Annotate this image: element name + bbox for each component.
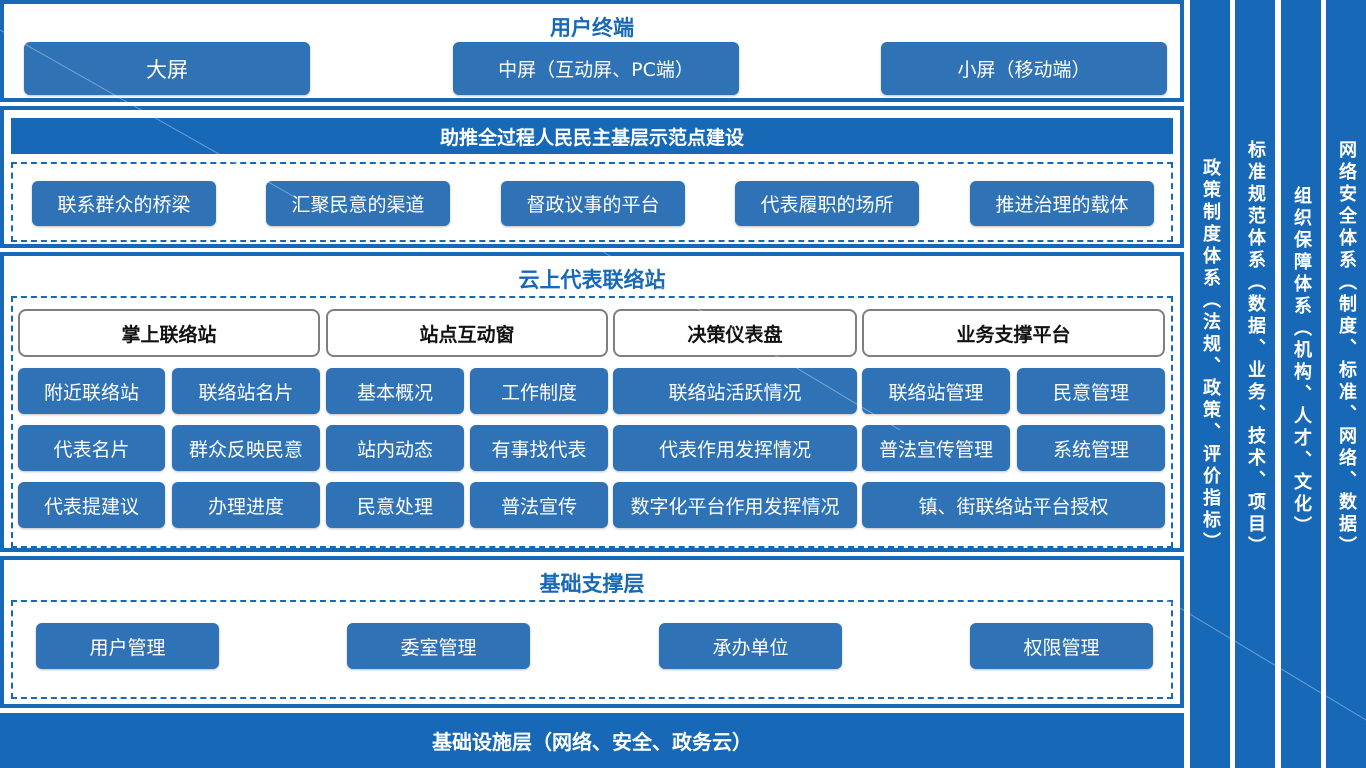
- demo-item-venue[interactable]: 代表履职的场所: [735, 181, 919, 226]
- nearby-station-button[interactable]: 附近联络站: [18, 368, 165, 414]
- cloud-title: 云上代表联络站: [518, 268, 666, 292]
- demo-item-channel[interactable]: 汇聚民意的渠道: [266, 181, 450, 226]
- work-rules-button[interactable]: 工作制度: [470, 368, 608, 414]
- big-screen-button[interactable]: 大屏: [24, 42, 310, 95]
- undertaking-unit-button[interactable]: 承办单位: [659, 623, 842, 669]
- organization-system-sidebar: 组织保障体系（机构、人才、文化）: [1281, 0, 1321, 768]
- deputy-proposal-button[interactable]: 代表提建议: [18, 482, 165, 528]
- cloud-dashed-box: [11, 296, 1173, 548]
- opinion-management-button[interactable]: 民意管理: [1017, 368, 1165, 414]
- permission-management-button[interactable]: 权限管理: [970, 623, 1153, 669]
- organization-system-label: 组织保障体系（机构、人才、文化）: [1291, 186, 1312, 538]
- station-news-button[interactable]: 站内动态: [326, 425, 464, 471]
- demo-banner: 助推全过程人民民主基层示范点建设: [11, 118, 1173, 154]
- user-management-button[interactable]: 用户管理: [36, 623, 219, 669]
- opinion-handling-button[interactable]: 民意处理: [326, 482, 464, 528]
- support-panel: 基础支撑层 用户管理 委室管理 承办单位 权限管理: [0, 556, 1184, 708]
- deputy-role-button[interactable]: 代表作用发挥情况: [613, 425, 857, 471]
- station-card-button[interactable]: 联络站名片: [172, 368, 320, 414]
- legal-publicity-management-button[interactable]: 普法宣传管理: [862, 425, 1010, 471]
- overview-button[interactable]: 基本概况: [326, 368, 464, 414]
- public-feedback-button[interactable]: 群众反映民意: [172, 425, 320, 471]
- demo-item-bridge[interactable]: 联系群众的桥梁: [32, 181, 216, 226]
- infrastructure-layer: 基础设施层（网络、安全、政务云）: [0, 713, 1184, 768]
- user-terminal-panel: 用户终端 大屏 中屏（互动屏、PC端） 小屏（移动端）: [0, 0, 1184, 102]
- progress-button[interactable]: 办理进度: [172, 482, 320, 528]
- committee-management-button[interactable]: 委室管理: [347, 623, 530, 669]
- demo-item-platform[interactable]: 督政议事的平台: [501, 181, 685, 226]
- station-activity-button[interactable]: 联络站活跃情况: [613, 368, 857, 414]
- medium-screen-button[interactable]: 中屏（互动屏、PC端）: [453, 42, 739, 95]
- deputy-card-button[interactable]: 代表名片: [18, 425, 165, 471]
- policy-system-label: 政策制度体系（法规、政策、评价指标）: [1200, 158, 1221, 554]
- demo-panel: 助推全过程人民民主基层示范点建设 联系群众的桥梁 汇聚民意的渠道 督政议事的平台…: [0, 106, 1184, 248]
- network-security-label: 网络安全体系（制度、标准、网络、数据）: [1336, 140, 1357, 558]
- header-dashboard[interactable]: 决策仪表盘: [613, 309, 857, 357]
- standards-system-label: 标准规范体系（数据、业务、技术、项目）: [1245, 140, 1266, 558]
- system-management-button[interactable]: 系统管理: [1017, 425, 1165, 471]
- header-support-platform[interactable]: 业务支撑平台: [862, 309, 1165, 357]
- user-terminal-title: 用户终端: [550, 16, 634, 40]
- demo-dashed-box: [11, 162, 1173, 242]
- header-interaction-window[interactable]: 站点互动窗: [326, 309, 608, 357]
- digital-platform-role-button[interactable]: 数字化平台作用发挥情况: [613, 482, 857, 528]
- header-mobile-station[interactable]: 掌上联络站: [18, 309, 320, 357]
- standards-system-sidebar: 标准规范体系（数据、业务、技术、项目）: [1235, 0, 1275, 768]
- support-title: 基础支撑层: [539, 572, 645, 596]
- policy-system-sidebar: 政策制度体系（法规、政策、评价指标）: [1190, 0, 1230, 768]
- demo-item-carrier[interactable]: 推进治理的载体: [970, 181, 1154, 226]
- small-screen-button[interactable]: 小屏（移动端）: [881, 42, 1167, 95]
- find-deputy-button[interactable]: 有事找代表: [470, 425, 608, 471]
- network-security-sidebar: 网络安全体系（制度、标准、网络、数据）: [1326, 0, 1366, 768]
- legal-publicity-button[interactable]: 普法宣传: [470, 482, 608, 528]
- support-dashed-box: [11, 600, 1173, 699]
- platform-authorization-button[interactable]: 镇、街联络站平台授权: [862, 482, 1165, 528]
- cloud-panel: 云上代表联络站 掌上联络站 站点互动窗 决策仪表盘 业务支撑平台 附近联络站 联…: [0, 252, 1184, 552]
- station-management-button[interactable]: 联络站管理: [862, 368, 1010, 414]
